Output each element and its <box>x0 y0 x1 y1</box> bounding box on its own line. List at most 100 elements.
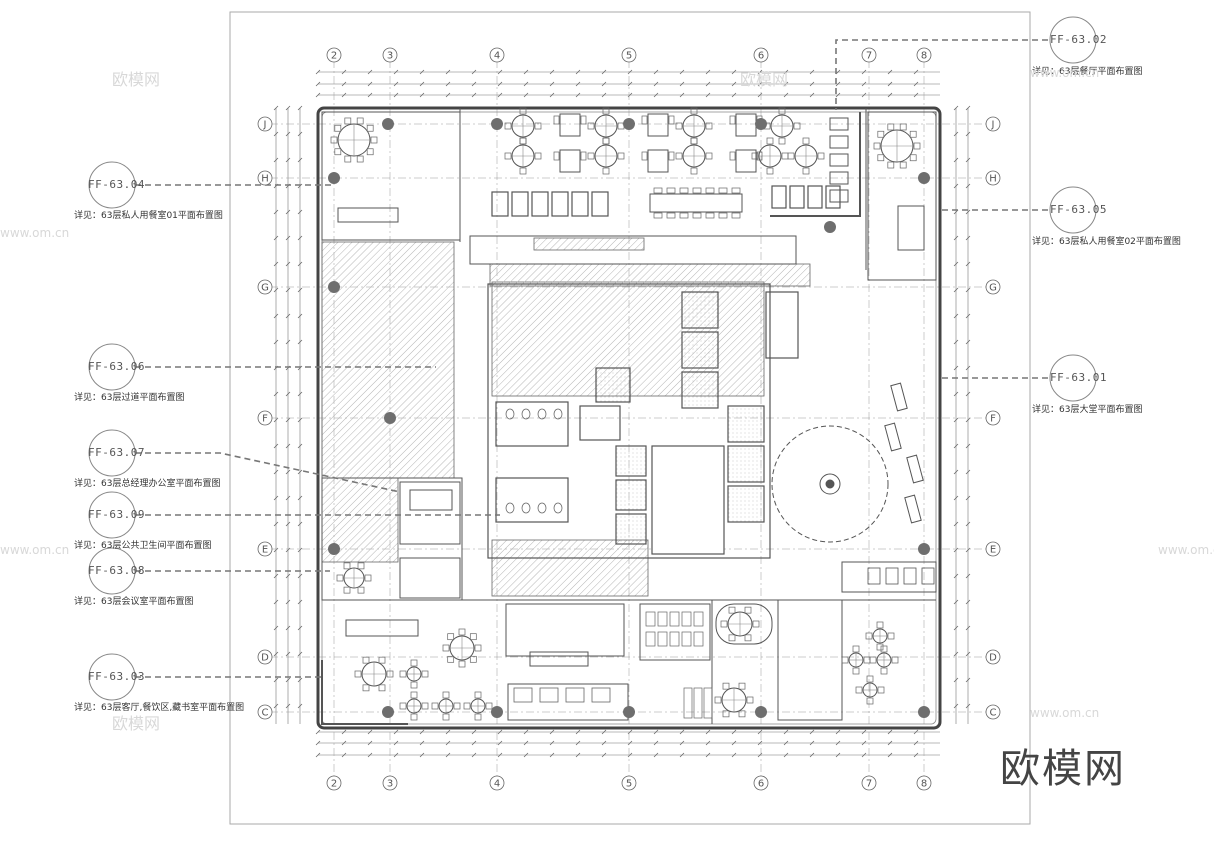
column <box>328 543 340 555</box>
watermark: 欧模网 <box>112 70 161 89</box>
sofa <box>337 207 399 223</box>
reference-bubble <box>1049 354 1097 402</box>
grid-bubble-left: J <box>257 116 273 132</box>
toilet <box>505 502 515 514</box>
reference-leaders <box>88 16 1097 701</box>
svg-text:6: 6 <box>758 779 764 790</box>
booth <box>829 171 849 185</box>
round-table <box>675 137 713 175</box>
grid-bubble-bottom: 3 <box>382 775 398 791</box>
grid-bubble-right: C <box>985 704 1001 720</box>
armchair <box>539 687 559 703</box>
svg-text:2: 2 <box>331 51 337 62</box>
svg-text:F: F <box>262 414 268 425</box>
booth-wall <box>770 112 861 217</box>
meeting-chair <box>657 611 668 627</box>
grid-bubble-right: G <box>985 279 1001 295</box>
round-table <box>442 628 482 668</box>
ref-code-ff-63-01[interactable]: FF-63.01 <box>1050 371 1107 384</box>
meeting-chair <box>657 631 668 647</box>
square-table <box>641 149 675 173</box>
svg-text:8: 8 <box>921 51 927 62</box>
round-table <box>399 659 429 689</box>
ref-code-ff-63-05[interactable]: FF-63.05 <box>1050 203 1107 216</box>
office-desk <box>409 489 453 511</box>
reference-bubble <box>1049 16 1097 64</box>
grid-bubble-left: G <box>257 279 273 295</box>
round-table <box>463 691 493 721</box>
toilet <box>521 502 531 514</box>
column <box>918 543 930 555</box>
lounge-chair <box>903 567 917 585</box>
lobby-sofa <box>906 454 924 484</box>
round-table <box>504 137 542 175</box>
ref-note-ff-63-09: 详见：63层公共卫生间平面布置图 <box>74 541 212 551</box>
round-table <box>504 107 542 145</box>
ref-code-ff-63-06[interactable]: FF-63.06 <box>88 360 145 373</box>
svg-text:H: H <box>261 174 269 185</box>
ref-code-ff-63-07[interactable]: FF-63.07 <box>88 446 145 459</box>
core-rooms <box>487 283 799 559</box>
ref-code-ff-63-04[interactable]: FF-63.04 <box>88 178 145 191</box>
ref-code-ff-63-02[interactable]: FF-63.02 <box>1050 33 1107 46</box>
lobby-sofa <box>884 422 902 452</box>
meeting-chair <box>669 631 680 647</box>
booth <box>829 153 849 167</box>
ref-code-ff-63-08[interactable]: FF-63.08 <box>88 564 145 577</box>
round-table <box>873 123 921 169</box>
svg-text:D: D <box>261 653 269 664</box>
ref-note-ff-63-01: 详见：63层大堂平面布置图 <box>1032 405 1143 415</box>
round-table <box>855 675 885 705</box>
lounge-chair <box>921 567 935 585</box>
svg-text:4: 4 <box>494 779 500 790</box>
watermark-url: www.om.cn <box>1158 543 1214 557</box>
svg-text:5: 5 <box>626 51 632 62</box>
reference-bubble <box>88 343 136 391</box>
column <box>623 706 635 718</box>
round-table <box>587 107 625 145</box>
column <box>382 118 394 130</box>
reference-bubble <box>88 653 136 701</box>
toilet <box>553 408 563 420</box>
ref-code-ff-63-03[interactable]: FF-63.03 <box>88 670 145 683</box>
column <box>491 706 503 718</box>
round-table <box>720 606 760 642</box>
lobby-sofa <box>904 494 922 524</box>
round-table <box>763 107 801 145</box>
svg-text:C: C <box>990 708 997 719</box>
svg-text:J: J <box>263 120 267 131</box>
bookshelf <box>683 687 693 719</box>
svg-text:G: G <box>989 283 997 294</box>
booth <box>807 185 823 209</box>
svg-text:G: G <box>261 283 269 294</box>
grid-bubble-top: 3 <box>382 47 398 63</box>
square-table <box>641 113 675 137</box>
round-table <box>675 107 713 145</box>
grid-bubble-left: F <box>257 410 273 426</box>
dining-zone <box>321 108 937 281</box>
brand-logo: 欧模网 <box>1000 746 1126 792</box>
bookshelf <box>703 687 713 719</box>
meeting-chair <box>645 611 656 627</box>
grid-bubble-left: H <box>257 170 273 186</box>
bookshelf <box>693 687 703 719</box>
svg-text:4: 4 <box>494 51 500 62</box>
svg-text:7: 7 <box>866 51 872 62</box>
grid-bubble-right: F <box>985 410 1001 426</box>
grid-bubble-top: 5 <box>621 47 637 63</box>
watermark-url: www.om.cn <box>0 543 70 557</box>
watermark-url: www.om.cn <box>0 226 70 240</box>
booth <box>511 191 529 217</box>
grid-bubble-right: D <box>985 649 1001 665</box>
square-table <box>729 149 763 173</box>
living-furniture <box>336 489 760 721</box>
svg-text:E: E <box>990 545 996 556</box>
grid-bubble-right: E <box>985 541 1001 557</box>
booth <box>531 191 549 217</box>
watermark: 欧模网 <box>740 70 789 89</box>
hatched-zones <box>321 237 811 597</box>
grid-bubble-bottom: 7 <box>861 775 877 791</box>
column <box>824 221 836 233</box>
sheet-border <box>229 11 1031 825</box>
ref-code-ff-63-09[interactable]: FF-63.09 <box>88 508 145 521</box>
